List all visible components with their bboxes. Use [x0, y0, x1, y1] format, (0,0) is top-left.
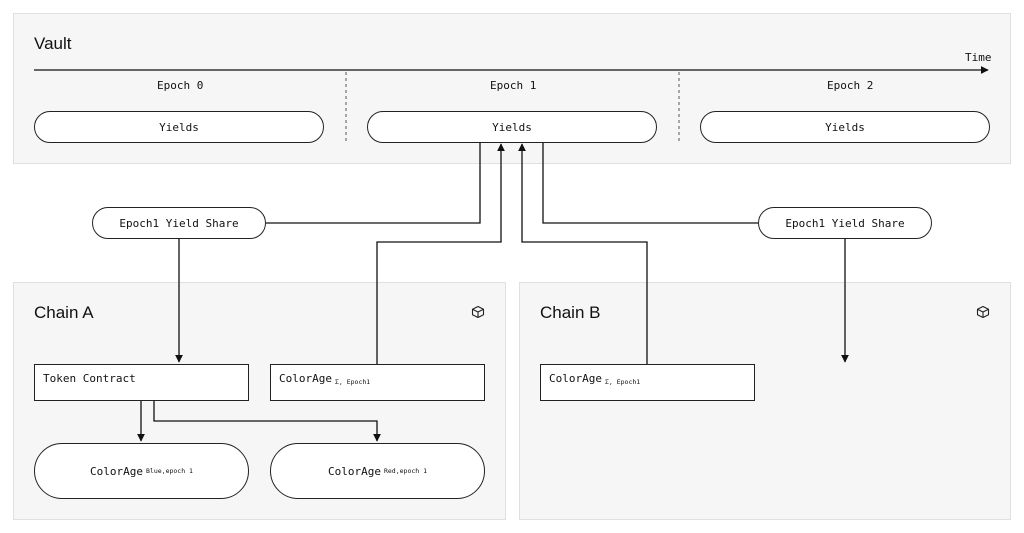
chain-a-colorage-label: ColorAge: [279, 372, 332, 385]
colorage-blue-subscript: Blue,epoch 1: [146, 467, 193, 475]
chain-b-colorage-to-yields-arrow: [518, 143, 648, 364]
time-label: Time: [965, 51, 992, 64]
epoch-1-yields-pill: Yields: [367, 111, 657, 143]
yields-to-right-share-line: [542, 143, 758, 224]
yields-to-left-share-line: [266, 143, 481, 224]
epoch-0-yields-pill: Yields: [34, 111, 324, 143]
epoch-2-yields-pill: Yields: [700, 111, 990, 143]
epoch-2-label: Epoch 2: [827, 79, 874, 92]
yield-share-right-pill: Epoch1 Yield Share: [758, 207, 932, 239]
chain-b-colorage-label: ColorAge: [549, 372, 602, 385]
epoch-1-label: Epoch 1: [490, 79, 537, 92]
chain-b-panel: [519, 282, 1011, 520]
cube-icon: [471, 305, 485, 319]
chain-a-colorage-subscript: Σ, Epoch1: [334, 378, 371, 386]
chain-b-colorage-subscript: Σ, Epoch1: [604, 378, 641, 386]
token-to-red-arrow: [153, 401, 381, 442]
colorage-blue-label: ColorAge: [90, 464, 143, 478]
vault-title: Vault: [34, 34, 72, 53]
yield-share-left-pill: Epoch1 Yield Share: [92, 207, 266, 239]
epoch-0-label: Epoch 0: [157, 79, 204, 92]
chain-b-title: Chain B: [540, 303, 601, 322]
token-contract-label: Token Contract: [43, 372, 136, 385]
colorage-red-subscript: Red,epoch 1: [383, 467, 428, 475]
colorage-red-label: ColorAge: [327, 464, 381, 478]
cube-icon: [976, 305, 990, 319]
token-contract-box: Token Contract: [34, 364, 249, 401]
chain-a-colorage-to-yields-arrow: [376, 143, 505, 364]
chain-a-title: Chain A: [34, 303, 94, 322]
